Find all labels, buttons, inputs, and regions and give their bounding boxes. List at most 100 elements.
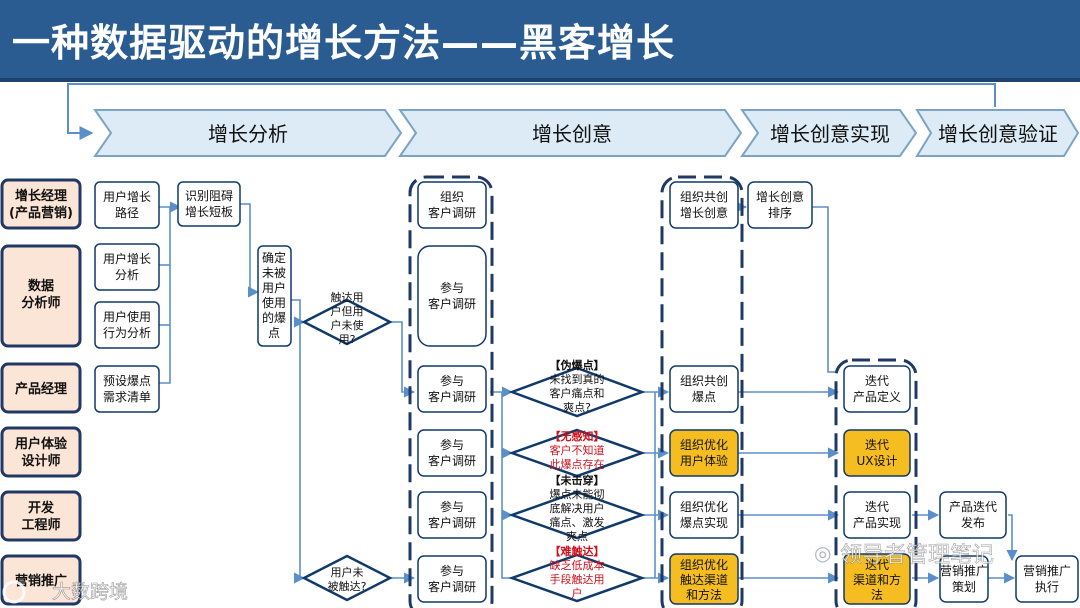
role-box	[0, 426, 82, 478]
research-label: 参与客户调研	[428, 563, 476, 594]
realization-label: 迭代渠道和方法	[853, 558, 901, 602]
role-label: 产品经理	[15, 381, 67, 397]
realization-box	[843, 491, 911, 539]
watermark-left-text: 大数跨境	[52, 581, 128, 603]
analysis-input-box	[94, 365, 160, 413]
role-label: 增长经理(产品营销)	[9, 188, 73, 221]
stage-label: 增长创意实现	[770, 122, 890, 146]
organize-label: 组织共创增长创意	[680, 190, 728, 220]
feedback-loop-arrow	[67, 83, 996, 140]
stage-label: 增长分析	[208, 122, 288, 146]
release-box	[939, 491, 1007, 539]
page-title: 一种数据驱动的增长方法——黑客增长	[12, 21, 676, 65]
role-box	[0, 178, 82, 230]
analysis-input-box	[94, 301, 160, 349]
realization-box-highlight	[843, 553, 911, 605]
organize-column: 组织共创增长创意 组织共创爆点 组织优化用户体验 组织优化爆点实现 组织优化触达…	[669, 181, 813, 605]
problem-text: 【未击穿】爆点未能彻底解决用户痛点、激发爽点	[550, 473, 605, 543]
growth-flowchart: 增长分析 增长创意 增长创意实现 增长创意验证	[0, 83, 1080, 608]
confirm-unused-box	[257, 245, 292, 347]
wechat-icon: ◎	[814, 541, 831, 565]
research-box	[417, 491, 487, 539]
group-frames	[408, 175, 918, 608]
organize-box-highlight	[669, 553, 739, 605]
watermark-right-text: 领导者管理笔记	[840, 543, 994, 568]
research-column: 组织客户调研 参与客户调研 参与客户调研 参与客户调研 参与客户调研 参与客户调…	[417, 181, 487, 603]
analysis-boxes: 用户增长路径 用户增长分析 用户使用行为分析 预设爆点需求清单 识别阻碍增长短板…	[94, 181, 393, 602]
problem-diamond	[508, 553, 646, 603]
research-label: 参与客户调研	[428, 437, 476, 468]
organize-box	[669, 365, 739, 413]
decision-not-reached-label: 用户未被触达?	[328, 565, 367, 593]
problem-text: 【伪爆点】未找到真的客户痛点和爽点?	[550, 358, 605, 414]
ranking-label: 增长创意排序	[756, 189, 804, 220]
watermark-logo-icon	[2, 580, 26, 604]
problem-diamonds: 【伪爆点】未找到真的客户痛点和爽点? 【无感知】客户不知道此爆点存在 【未击穿】…	[508, 358, 646, 603]
marketing-exec-label: 营销推广执行	[1023, 564, 1071, 594]
stage-chevron	[740, 109, 918, 157]
problem-diamond	[508, 490, 646, 540]
stage-chevron	[93, 109, 403, 157]
analysis-input-box	[94, 181, 160, 229]
research-box	[417, 555, 487, 603]
marketing-plan-box	[939, 555, 989, 603]
realization-label: 迭代产品实现	[853, 500, 901, 530]
analysis-input-label: 用户增长路径	[103, 189, 151, 220]
role-label: 开发工程师	[21, 500, 60, 533]
research-label: 参与客户调研	[428, 373, 476, 404]
role-label: 用户体验设计师	[14, 436, 68, 469]
decision-reached-diamond	[301, 298, 393, 346]
analysis-input-box	[94, 243, 160, 291]
organize-label: 组织优化触达渠道和方法	[680, 558, 728, 602]
stage-label: 增长创意验证	[938, 122, 1058, 146]
watermark-right: ◎ 领导者管理笔记	[814, 541, 994, 568]
stage-chevron	[915, 109, 1080, 157]
organize-label: 组织优化用户体验	[680, 438, 728, 468]
release-label: 产品迭代发布	[949, 500, 997, 530]
watermark-left: 大数跨境	[2, 580, 128, 604]
organize-box	[669, 491, 739, 539]
role-label: 数据分析师	[21, 278, 60, 311]
decision-reached-label: 触达用户但用户未使用?	[331, 290, 364, 346]
role-box	[0, 244, 82, 348]
realization-label: 迭代产品定义	[853, 374, 901, 404]
stage-label: 增长创意	[532, 122, 612, 146]
role-column: 增长经理(产品营销) 数据分析师 产品经理 用户体验设计师 开发工程师 营销推广	[0, 178, 82, 606]
stage-chevron	[398, 109, 743, 157]
role-box	[0, 362, 82, 414]
decision-not-reached-diamond	[301, 554, 393, 602]
research-box	[417, 365, 487, 413]
role-box	[0, 490, 82, 542]
role-label: 营销推广	[15, 573, 67, 589]
problem-diamond	[508, 428, 646, 478]
research-box	[417, 429, 487, 477]
analysis-input-label: 预设爆点需求清单	[103, 374, 151, 404]
analysis-input-label: 用户增长分析	[103, 251, 151, 282]
organize-label: 组织共创爆点	[680, 374, 728, 404]
realization-box	[843, 365, 911, 413]
organize-box-highlight	[669, 429, 739, 477]
research-box	[417, 245, 487, 347]
identify-shortfall-label: 识别阻碍增长短板	[185, 189, 233, 219]
problem-text: 【难触达】缺乏低成本手段触达用户	[550, 544, 605, 600]
research-label: 参与客户调研	[428, 280, 476, 311]
identify-shortfall-box	[177, 181, 241, 227]
organize-box	[669, 181, 739, 229]
problem-text: 【无感知】客户不知道此爆点存在	[550, 429, 605, 471]
research-label: 参与客户调研	[428, 499, 476, 530]
marketing-exec-box	[1015, 555, 1079, 603]
marketing-plan-label: 营销推广策划	[940, 564, 988, 594]
header-bar: 一种数据驱动的增长方法——黑客增长	[0, 0, 1080, 82]
role-box	[0, 554, 82, 606]
confirm-unused-label: 确定未被用户使用的爆点	[262, 250, 286, 340]
problem-diamond	[508, 366, 646, 418]
research-label: 组织客户调研	[428, 190, 476, 220]
analysis-input-label: 用户使用行为分析	[103, 309, 151, 340]
organize-label: 组织优化爆点实现	[680, 500, 728, 530]
stage-banner: 增长分析 增长创意 增长创意实现 增长创意验证	[93, 109, 1080, 157]
realization-box-highlight	[843, 429, 911, 477]
ranking-box	[747, 181, 813, 229]
research-box	[417, 181, 487, 229]
